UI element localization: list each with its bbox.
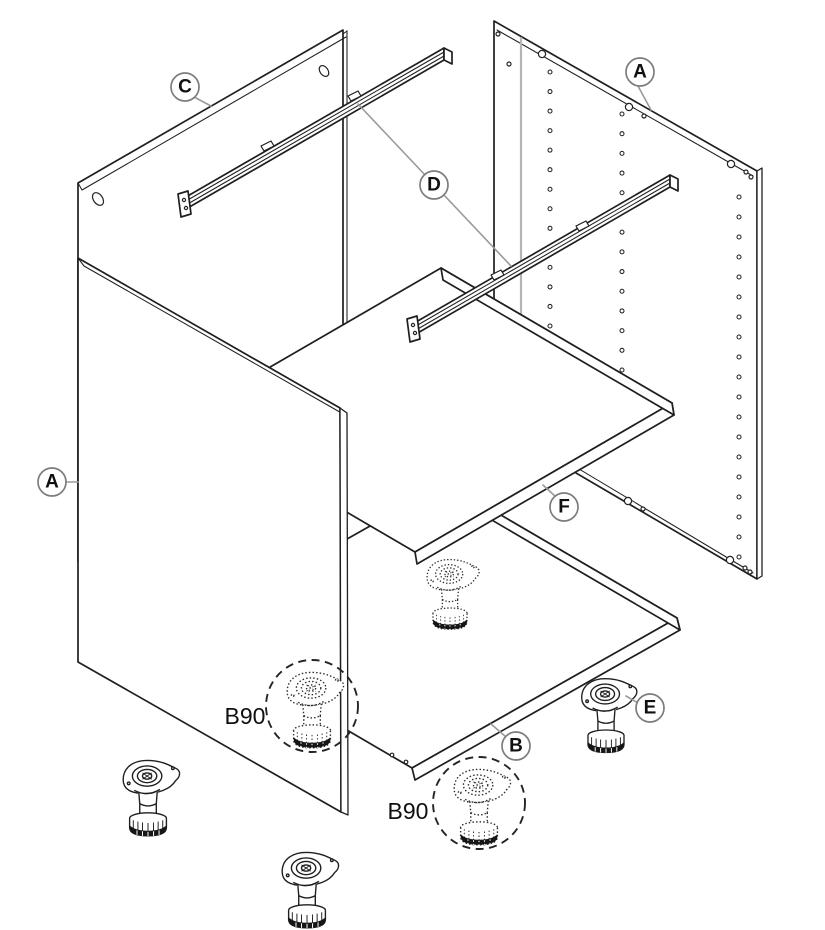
adjustable-foot-loose-middle [281, 851, 340, 929]
b90-highlight-circle-left [265, 659, 359, 753]
b90-highlight-circle-right [432, 756, 526, 850]
shelf-pin-hole-row [736, 194, 742, 560]
part-number-b90-right: B90 [388, 798, 429, 824]
callout-hanging-rails: D [419, 170, 449, 200]
assembly-holes [495, 31, 754, 575]
callout-letter: B [509, 736, 523, 757]
part-number-b90-left: B90 [225, 703, 266, 729]
callout-letter: F [558, 497, 570, 518]
callout-letter: A [45, 472, 59, 493]
shelf-pin-hole-row [619, 111, 625, 373]
callout-letter: A [633, 62, 647, 83]
hanging-rail-top [177, 47, 453, 218]
callout-letter: D [427, 175, 441, 196]
adjustable-foot-e [581, 678, 638, 754]
callout-right-side-panel: A [625, 57, 655, 87]
callout-shelf: F [549, 492, 579, 522]
callout-letter: E [644, 698, 657, 719]
callout-bottom-panel: B [501, 731, 531, 761]
callout-left-side-panel: A [37, 467, 67, 497]
callout-back-panel: C [170, 72, 200, 102]
adjustable-foot-loose-left [122, 759, 181, 837]
hanging-rail-bottom [406, 174, 679, 343]
callout-letter: C [178, 77, 192, 98]
shelf-pin-hole-row [547, 69, 553, 329]
adjustable-foot-b90-right [453, 768, 512, 846]
callout-adjustable-foot: E [635, 693, 665, 723]
left-side-panel [77, 257, 349, 816]
